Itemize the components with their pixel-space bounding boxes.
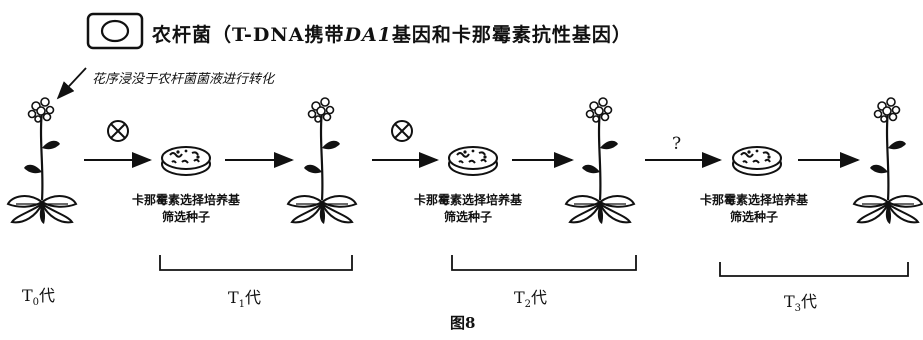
gen-t2-suffix: 代 [531,288,548,307]
gen-t2-sub: 2 [524,299,532,311]
petri-dish-3 [732,146,782,176]
agrobacterium-icon [86,12,144,50]
step-label-2-line1: 卡那霉素选择培养基 [413,193,522,207]
gen-t1-sub: 1 [238,299,246,311]
transform-arrow [56,67,87,100]
gen-t0-suffix: 代 [39,286,56,305]
title-gene: DA1 [344,24,392,46]
generation-label-t0: T0代 [22,282,55,308]
step-label-1-line2: 筛选种子 [161,210,210,224]
diagram-title: 农杆菌（T-DNA携带DA1基因和卡那霉素抗性基因） [152,20,632,47]
step-label-1: 卡那霉素选择培养基 筛选种子 [98,192,274,226]
bracket-t2 [451,255,637,271]
figure-label: 图8 [450,314,476,332]
step-label-3-line2: 筛选种子 [729,210,778,224]
generation-label-t3: T3代 [784,288,817,314]
unknown-step-symbol: ? [672,134,682,154]
generation-label-t1: T1代 [228,284,261,310]
gen-t1-suffix: 代 [245,288,262,307]
gen-t0-sub: 0 [32,297,40,309]
petri-dish-1 [161,146,211,176]
bracket-t3 [719,262,909,277]
step-label-1-line1: 卡那霉素选择培养基 [131,193,240,207]
bracket-t1 [159,255,353,271]
gen-t0-base: T [22,286,33,305]
gen-t3-sub: 3 [794,303,802,315]
self-cross-icon-1 [107,120,129,142]
plant-t0 [6,96,78,226]
generation-label-t2: T2代 [514,284,547,310]
title-suffix: 基因和卡那霉素抗性基因） [391,24,632,46]
gen-t2-base: T [514,288,525,307]
step-label-2: 卡那霉素选择培养基 筛选种子 [380,192,556,226]
plant-t1 [286,96,358,226]
gen-t3-base: T [784,292,795,311]
gen-t1-base: T [228,288,239,307]
title-prefix: 农杆菌（T-DNA携带 [152,24,345,46]
plant-t2 [564,96,636,226]
dip-note: 花序浸没于农杆菌菌液进行转化 [92,72,275,87]
plant-t3 [852,96,923,226]
petri-dish-2 [448,146,498,176]
step-label-3-line1: 卡那霉素选择培养基 [699,193,808,207]
self-cross-icon-2 [391,120,413,142]
step-label-3: 卡那霉素选择培养基 筛选种子 [664,192,844,226]
gen-t3-suffix: 代 [801,292,818,311]
step-label-2-line2: 筛选种子 [443,210,492,224]
